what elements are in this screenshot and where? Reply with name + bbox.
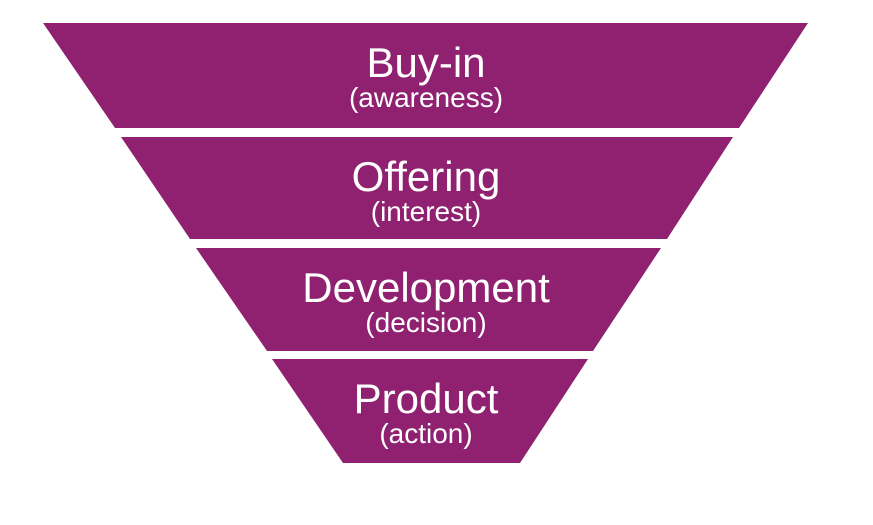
funnel-level-buy-in-title: Buy-in — [366, 39, 485, 86]
funnel-level-product-shape — [272, 359, 588, 463]
funnel-level-buy-in-shape — [43, 23, 808, 128]
funnel-level-offering: Offering (interest) — [121, 137, 733, 239]
funnel-level-development-title: Development — [302, 264, 550, 311]
funnel-level-development-subtitle: (decision) — [365, 307, 486, 338]
funnel-level-offering-shape — [121, 137, 733, 239]
funnel-level-development-shape — [196, 248, 661, 351]
funnel-level-development: Development (decision) — [196, 248, 661, 351]
funnel-level-offering-title: Offering — [352, 153, 501, 200]
funnel-level-product: Product (action) — [272, 359, 588, 463]
funnel-level-product-subtitle: (action) — [379, 418, 472, 449]
funnel-level-product-title: Product — [354, 375, 499, 422]
funnel-level-offering-subtitle: (interest) — [371, 196, 481, 227]
funnel-level-buy-in-subtitle: (awareness) — [349, 82, 503, 113]
funnel-level-buy-in: Buy-in (awareness) — [43, 23, 808, 128]
